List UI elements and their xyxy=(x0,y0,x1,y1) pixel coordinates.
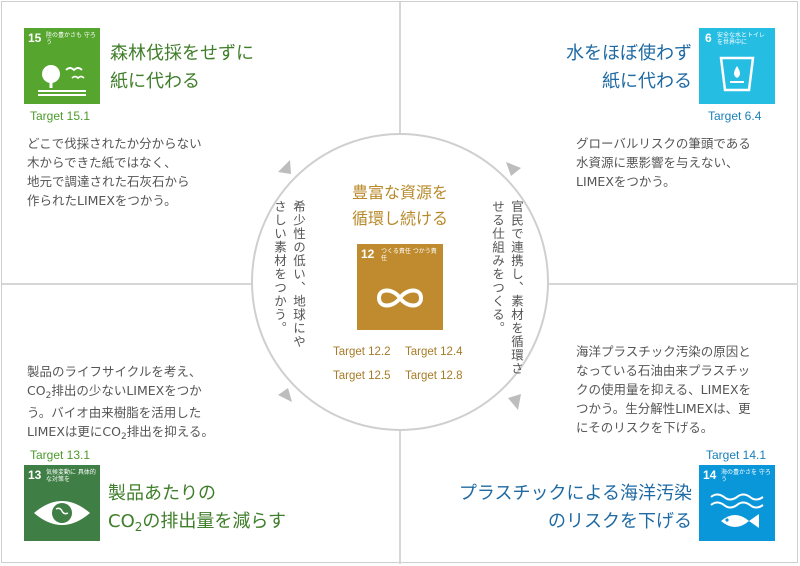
cycle-arrow-top-right xyxy=(506,162,521,176)
bottom-left-body-line: 製品のライフサイクルを考え、 xyxy=(27,364,202,379)
co2-text: LIMEXは更にCO xyxy=(27,424,121,439)
top-right-body-line: LIMEXをつかう。 xyxy=(576,174,676,189)
top-left-headline: 森林伐採をせずに 紙に代わる xyxy=(110,40,254,96)
center-title-line2: 循環し続ける xyxy=(351,209,448,228)
center-right-vertical-text: 官民で連携し、素材を循環させる仕組みをつくる。 xyxy=(490,200,524,376)
bottom-left-target: Target 13.1 xyxy=(30,448,91,462)
bottom-left-body-line: CO2排出の少ないLIMEXをつか xyxy=(27,381,214,403)
sdg-13-label: 気候変動に 具体的な対策を xyxy=(46,469,96,483)
top-left-target: Target 15.1 xyxy=(30,109,91,123)
bottom-right-body-line: なっている石油由来プラスチッ xyxy=(576,363,751,378)
sdg-6-badge: 6 安全な水とトイレ を世界中に xyxy=(699,28,775,104)
center-title-line1: 豊富な資源を xyxy=(351,183,448,202)
sdg-13-number: 13 xyxy=(28,468,42,482)
top-left-body-line: どこで伐採されたか分からない xyxy=(27,136,202,151)
bottom-right-body-line: クの使用量を抑える、LIMEXを xyxy=(576,382,752,397)
co2-subscript: 2 xyxy=(134,520,143,534)
sdg-6-number: 6 xyxy=(705,31,712,45)
sdg-15-label: 陸の豊かさも 守ろう xyxy=(46,32,96,46)
bottom-left-headline: 製品あたりの CO2の排出量を減らす xyxy=(108,480,286,537)
center-left-vertical-text: 希少性の低い、地球にやさしい素材をつかう。 xyxy=(272,200,306,349)
bottom-right-target: Target 14.1 xyxy=(706,448,767,462)
bottom-left-body-line: う。バイオ由来樹脂を活用した xyxy=(27,405,202,420)
co2-subscript: 2 xyxy=(45,391,52,401)
center-target-12-4: Target 12.4 xyxy=(405,346,463,358)
bottom-right-headline-line1: プラスチックによる海洋汚染 xyxy=(458,483,692,504)
sdg-12-label: つくる責任 つかう責任 xyxy=(381,248,437,262)
top-right-headline-line2: 紙に代わる xyxy=(602,71,692,92)
body-text: 排出の少ないLIMEXをつか xyxy=(51,383,202,398)
infinity-icon xyxy=(376,288,424,308)
top-left-headline-line2: 紙に代わる xyxy=(110,71,200,92)
top-right-body: グローバルリスクの筆頭である 水資源に悪影響を与えない、 LIMEXをつかう。 xyxy=(576,134,751,191)
bottom-right-body-line: つかう。生分解性LIMEXは、更 xyxy=(576,401,751,416)
sdg-6-label: 安全な水とトイレ を世界中に xyxy=(717,32,766,46)
fish-waves-icon xyxy=(710,493,764,528)
center-target-12-5: Target 12.5 xyxy=(333,370,391,382)
top-left-body-line: 木からできた紙ではなく、 xyxy=(27,155,177,170)
center-target-12-2: Target 12.2 xyxy=(333,346,391,358)
water-glass-icon xyxy=(719,56,755,92)
bottom-right-body: 海洋プラスチック汚染の原因と なっている石油由来プラスチッ クの使用量を抑える、… xyxy=(576,342,751,437)
sdg-14-badge-bg xyxy=(699,465,775,541)
bottom-left-body-line: LIMEXは更にCO2排出を抑える。 xyxy=(27,422,214,444)
body-text: 排出を抑える。 xyxy=(126,424,214,439)
sdg-12-badge: 12 つくる責任 つかう責任 xyxy=(357,244,443,330)
top-right-headline: 水をほぼ使わず 紙に代わる xyxy=(552,40,692,96)
top-right-target: Target 6.4 xyxy=(708,109,762,123)
cycle-arrow-bottom-right xyxy=(508,394,521,410)
cycle-arrow-top-left xyxy=(278,160,291,174)
bottom-right-headline: プラスチックによる海洋汚染 のリスクを下げる xyxy=(437,480,692,536)
top-right-body-line: 水資源に悪影響を与えない、 xyxy=(576,155,739,170)
sdg-13-badge: 13 気候変動に 具体的な対策を xyxy=(24,465,100,541)
sdg-12-number: 12 xyxy=(361,247,375,261)
top-left-body: どこで伐採されたか分からない 木からできた紙ではなく、 地元で調達された石灰石か… xyxy=(27,134,202,210)
headline-text: の排出量を減らす xyxy=(142,511,287,532)
bottom-left-body: 製品のライフサイクルを考え、 CO2排出の少ないLIMEXをつか う。バイオ由来… xyxy=(27,362,214,444)
top-left-body-line: 作られたLIMEXをつかう。 xyxy=(27,193,177,208)
center-target-12-8: Target 12.8 xyxy=(405,370,463,382)
top-right-headline-line1: 水をほぼ使わず xyxy=(566,43,692,64)
co2-text: CO xyxy=(27,383,46,398)
bottom-left-headline-line1: 製品あたりの xyxy=(108,483,216,504)
bottom-right-body-line: 海洋プラスチック汚染の原因と xyxy=(576,344,751,359)
cycle-arrow-bottom-left xyxy=(278,388,292,402)
sdg-14-label: 海の豊かさを 守ろう xyxy=(721,469,771,483)
sdg-14-number: 14 xyxy=(703,468,717,482)
top-right-body-line: グローバルリスクの筆頭である xyxy=(576,136,751,151)
bottom-right-headline-line2: のリスクを下げる xyxy=(548,511,692,532)
eye-globe-icon xyxy=(34,501,90,525)
sdg-15-badge: 15 陸の豊かさも 守ろう xyxy=(24,28,100,104)
sdg-12-badge-bg xyxy=(357,244,443,330)
bottom-left-headline-line2: CO2の排出量を減らす xyxy=(108,508,286,537)
tree-birds-icon xyxy=(38,65,86,96)
sdg-14-badge: 14 海の豊かさを 守ろう xyxy=(699,465,775,541)
top-left-body-line: 地元で調達された石灰石から xyxy=(27,174,190,189)
sdg-15-number: 15 xyxy=(28,31,42,45)
center-title: 豊富な資源を 循環し続ける xyxy=(320,180,480,232)
co2-text: CO xyxy=(108,511,135,532)
bottom-right-body-line: にそのリスクを下げる。 xyxy=(576,420,714,435)
co2-subscript: 2 xyxy=(120,432,127,442)
top-left-headline-line1: 森林伐採をせずに xyxy=(110,43,254,64)
